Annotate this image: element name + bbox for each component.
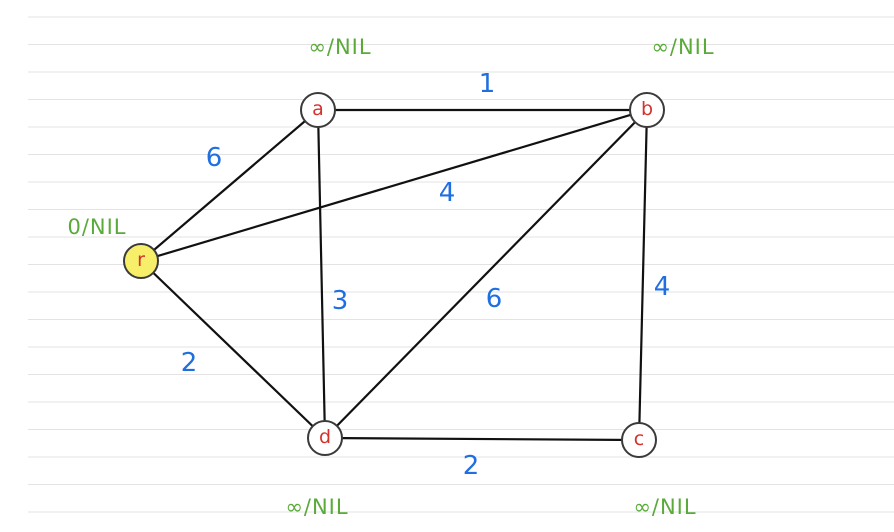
edge-weight-b-c: 4 bbox=[654, 272, 671, 302]
edge-weight-r-b: 4 bbox=[439, 178, 456, 208]
edge-weight-r-a: 6 bbox=[206, 143, 223, 173]
node-label-c: c bbox=[634, 428, 644, 450]
edge-a-d bbox=[316, 108, 327, 440]
node-annotation-c: ∞/NIL bbox=[633, 495, 696, 519]
node-circle-b bbox=[629, 92, 665, 128]
node-annotation-r: 0/NIL bbox=[67, 215, 126, 239]
node-c: c bbox=[621, 422, 657, 458]
edge-r-b bbox=[139, 108, 649, 263]
node-a: a bbox=[300, 92, 336, 128]
edge-weight-d-c: 2 bbox=[463, 451, 480, 481]
edge-r-a bbox=[139, 108, 320, 263]
node-annotations: 0/NIL ∞/NIL ∞/NIL ∞/NIL ∞/NIL bbox=[67, 35, 714, 519]
edge-weight-b-d: 6 bbox=[486, 284, 503, 314]
edge-weights: 6 4 2 1 3 6 4 2 bbox=[181, 69, 671, 481]
node-label-r: r bbox=[137, 249, 145, 271]
node-r: r bbox=[123, 243, 159, 279]
edges bbox=[139, 108, 649, 442]
edge-weight-r-d: 2 bbox=[181, 348, 198, 378]
node-annotation-a: ∞/NIL bbox=[308, 35, 371, 59]
node-circle-d bbox=[307, 420, 343, 456]
node-label-d: d bbox=[319, 426, 331, 448]
node-b: b bbox=[629, 92, 665, 128]
node-label-a: a bbox=[312, 98, 324, 120]
node-d: d bbox=[307, 420, 343, 456]
edge-r-d bbox=[139, 259, 327, 440]
nodes: r a b d c bbox=[123, 92, 665, 458]
edge-b-d bbox=[323, 108, 649, 440]
edge-weight-a-b: 1 bbox=[479, 69, 496, 99]
node-circle-r bbox=[123, 243, 159, 279]
edge-weight-a-d: 3 bbox=[332, 286, 349, 316]
node-circle-c bbox=[621, 422, 657, 458]
node-circle-a bbox=[300, 92, 336, 128]
node-annotation-d: ∞/NIL bbox=[285, 495, 348, 519]
node-label-b: b bbox=[641, 98, 653, 120]
node-annotation-b: ∞/NIL bbox=[651, 35, 714, 59]
edge-d-c bbox=[323, 436, 641, 442]
edge-b-c bbox=[637, 108, 649, 442]
